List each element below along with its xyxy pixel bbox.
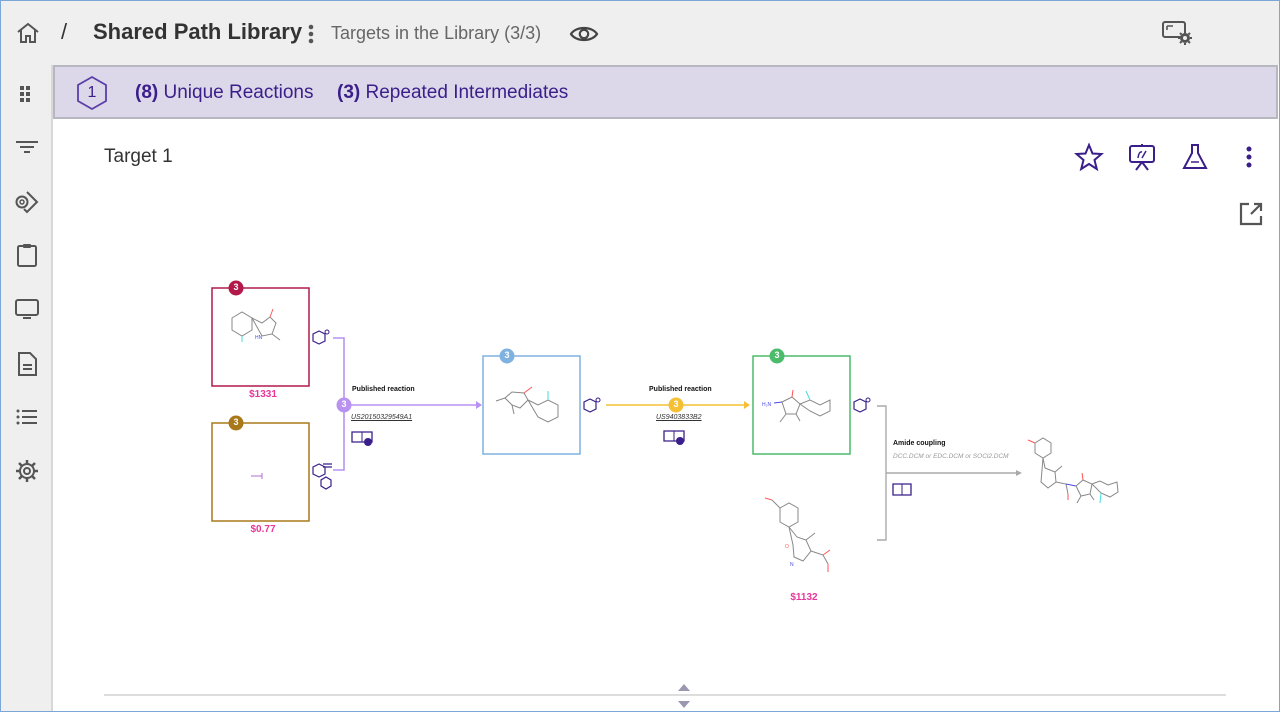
badge-circle [769,348,785,364]
top-bar: / Shared Path Library Targets in the Lib… [1,1,1279,65]
arrowhead [744,401,750,409]
svg-text:HN: HN [255,335,263,341]
reaction-title: Published reaction [352,386,415,393]
expand-up-icon[interactable] [676,682,692,692]
reagent-structure [764,497,831,572]
node-badge-count: 3 [233,282,239,292]
panel-divider [104,694,1226,696]
repeated-intermediates-label: Repeated Intermediates [365,82,569,103]
price-label: $0.77 [250,524,276,535]
reaction-badge-count: 3 [673,399,679,409]
reaction-title: Published reaction [649,386,712,393]
molecule-status-icon[interactable] [853,397,871,413]
monitor-icon[interactable] [13,295,41,323]
unique-reactions-count: (8) [135,82,159,103]
repeated-intermediates-stat[interactable]: (3) Repeated Intermediates [337,82,568,104]
badge-circle [499,348,515,364]
arrowhead [476,401,482,409]
reaction-badge[interactable] [336,397,352,413]
literature-book-icon[interactable] [663,430,685,445]
list-icon[interactable] [13,403,41,431]
node-badge-count: 3 [233,417,239,427]
literature-book-icon[interactable] [892,483,912,496]
reaction-conditions: DCC.DCM or EDC.DCM or SOCl2.DCM [893,453,1009,460]
molecule-status-icon[interactable] [312,463,332,490]
repeated-intermediates-count: (3) [337,82,361,103]
hexagon-icon [77,75,107,111]
molecule-structure [773,389,831,423]
unique-reactions-label: Unique Reactions [163,82,314,103]
svg-text:N: N [790,562,794,568]
step-badge: 1 [75,75,109,111]
page-title: Shared Path Library [93,19,303,44]
collapse-down-icon[interactable] [676,700,692,710]
svg-text:O: O [785,544,789,550]
gear-diamond-icon[interactable] [13,188,41,216]
reaction-title: Amide coupling [893,440,946,447]
price-label: $1331 [249,389,277,400]
molecule-status-icon[interactable] [312,329,330,345]
patent-reference-link[interactable]: US9403833B2 [656,414,702,421]
product-structure [1027,437,1119,504]
gear-icon[interactable] [13,457,41,485]
starting-material-1-box[interactable] [211,287,310,387]
arrowhead [1016,470,1022,476]
svg-text:H₂N: H₂N [762,402,772,408]
step-number: 1 [87,84,97,101]
eye-icon[interactable] [569,23,599,45]
reaction-badge[interactable] [668,397,684,413]
document-icon[interactable] [13,350,41,378]
sidebar [1,65,53,711]
unique-reactions-stat[interactable]: (8) Unique Reactions [135,82,314,104]
open-external-icon[interactable] [1237,200,1265,228]
molecule-status-icon[interactable] [583,397,601,413]
badge-circle [228,280,244,296]
kebab-menu-icon[interactable] [306,23,316,45]
grid-icon[interactable] [13,80,41,108]
molecule-structure [231,308,281,342]
reaction-badge-count: 3 [341,399,347,409]
price-label: $1132 [790,592,818,603]
intermediate-2-box[interactable] [752,355,851,455]
intermediate-1-box[interactable] [482,355,581,455]
display-settings-icon[interactable] [1161,19,1195,47]
molecule-structure [495,386,559,423]
targets-count-label: Targets in the Library (3/3) [331,23,542,43]
node-badge-count: 3 [504,350,510,360]
star-icon[interactable] [1074,142,1104,172]
node-badge-count: 3 [774,350,780,360]
summary-banner: 1 (8) Unique Reactions (3) Repeated Inte… [53,65,1278,119]
filter-icon[interactable] [13,133,41,161]
presentation-icon[interactable] [1127,142,1157,172]
badge-circle [228,415,244,431]
starting-material-2-box[interactable] [211,422,310,522]
target-title: Target 1 [104,146,173,167]
breadcrumb-separator: / [61,19,68,44]
literature-book-icon[interactable] [351,431,373,446]
more-vert-icon[interactable] [1234,142,1264,172]
clipboard-icon[interactable] [13,241,41,269]
home-icon[interactable] [15,21,41,45]
patent-reference-link[interactable]: US20150329549A1 [351,414,413,421]
flask-icon[interactable] [1180,142,1210,172]
